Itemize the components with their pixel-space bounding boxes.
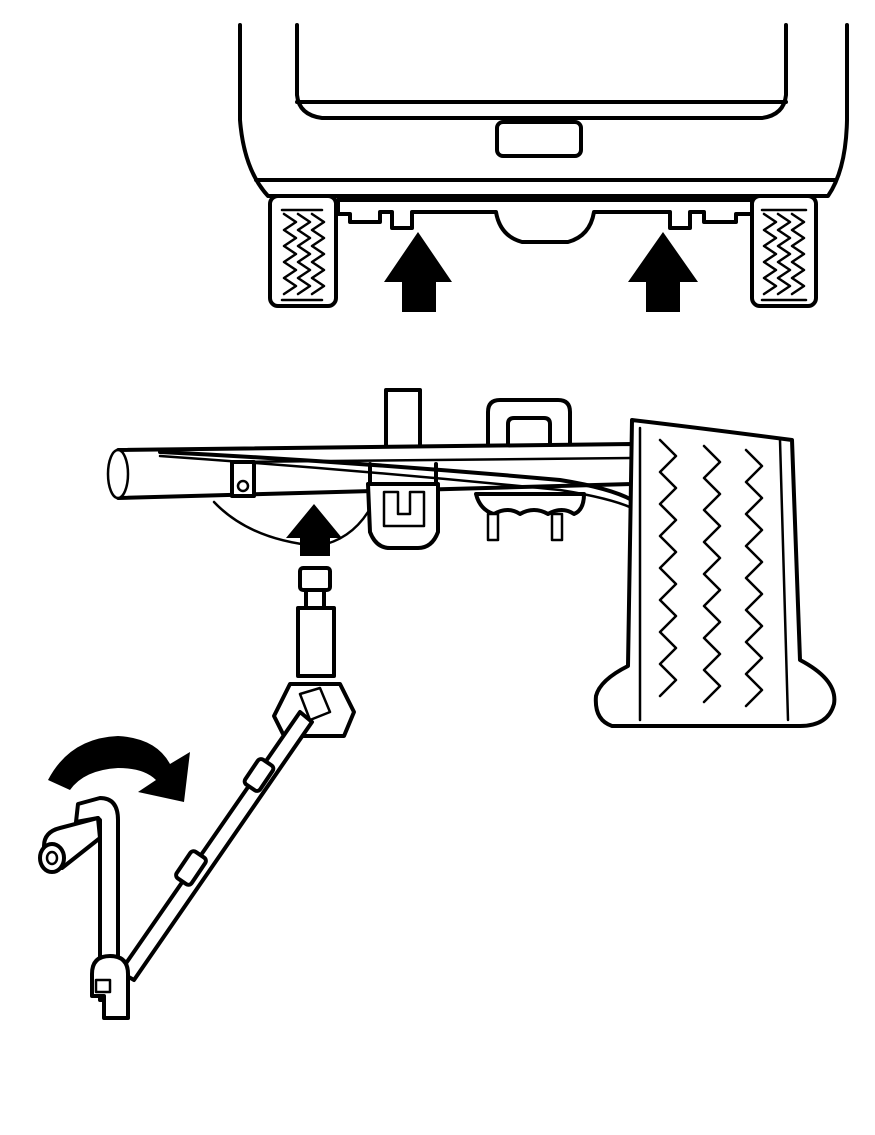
up-arrow-icon	[286, 504, 342, 556]
u-bolt	[486, 398, 572, 454]
leaf-spring	[158, 450, 634, 502]
up-arrow-icon	[384, 232, 452, 312]
spring-clip	[230, 460, 256, 498]
rear-tire-left	[268, 194, 338, 308]
liftgate-outline	[295, 23, 788, 120]
vehicle-body-outline	[238, 23, 849, 198]
rotate-clockwise-icon	[48, 736, 190, 802]
spring-seat-bracket	[366, 462, 440, 550]
rear-tire-side	[593, 418, 837, 728]
differential-housing	[212, 500, 370, 548]
jack	[272, 566, 356, 738]
license-plate-pocket	[495, 120, 583, 158]
up-arrow-icon	[628, 232, 698, 312]
vehicle-rear-view	[238, 23, 849, 312]
jack-under-axle-view	[38, 388, 837, 1020]
underbody-frame	[336, 198, 754, 244]
jack-handle	[38, 710, 314, 1020]
rear-tire-right	[750, 194, 818, 308]
u-bolt-plate	[474, 492, 586, 542]
